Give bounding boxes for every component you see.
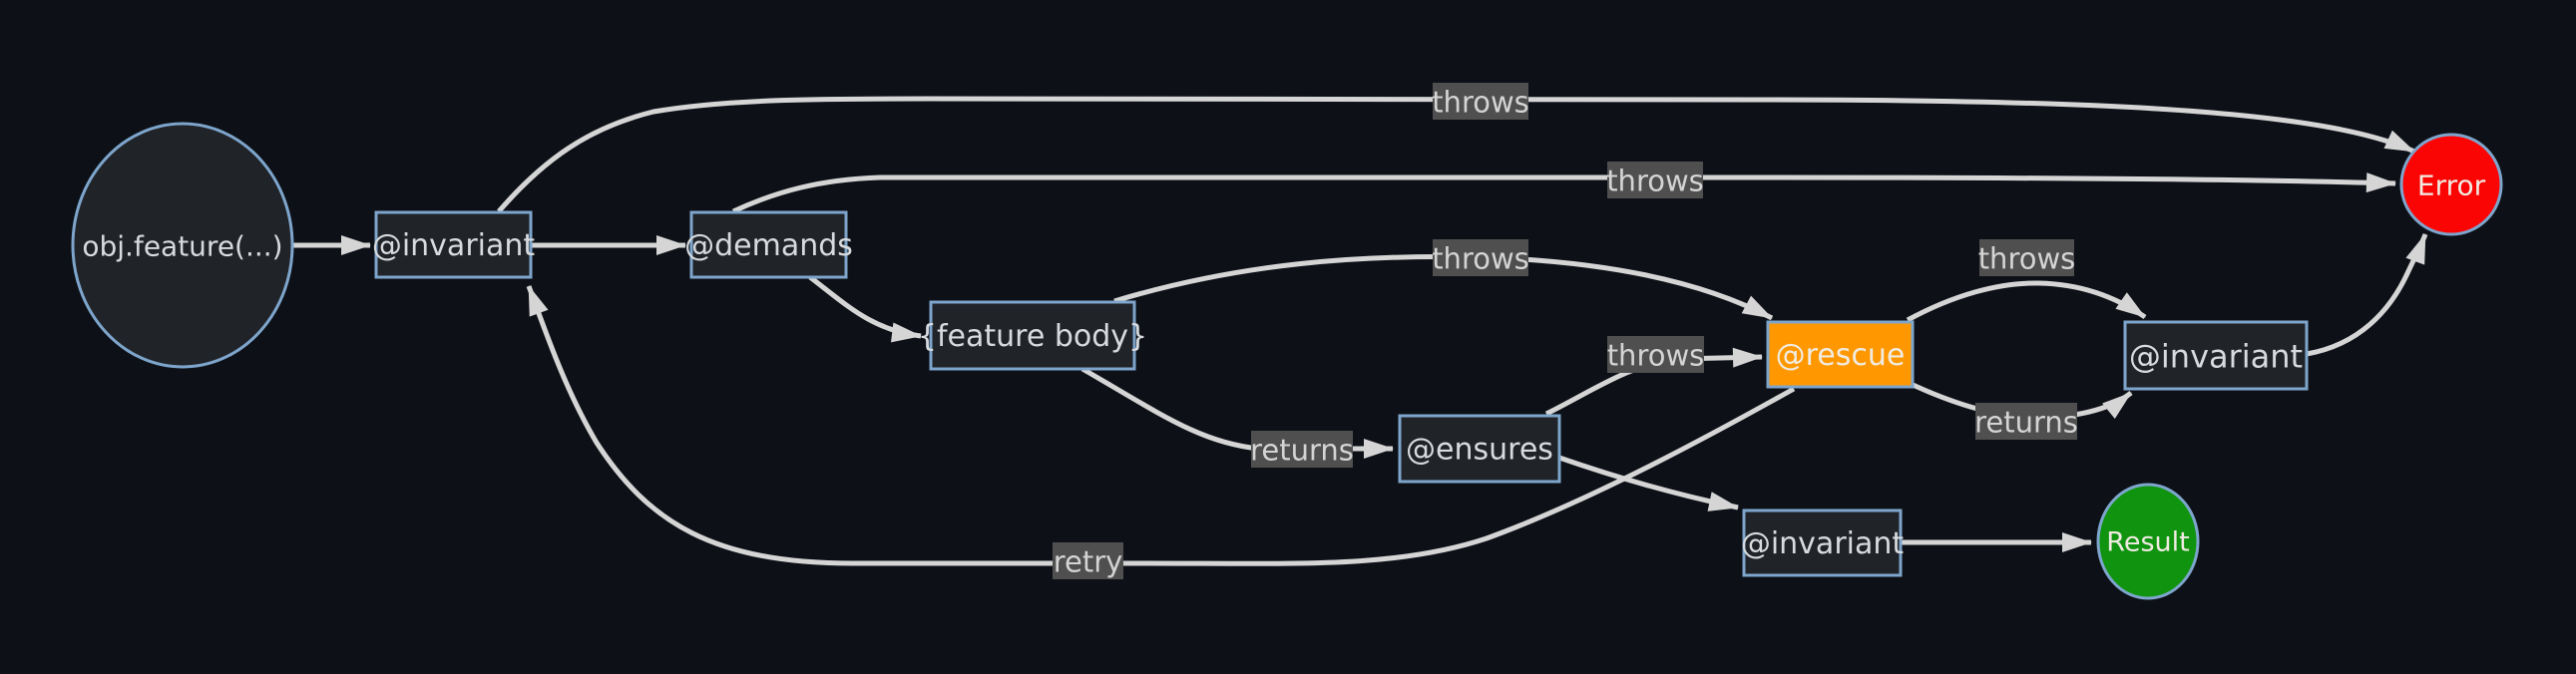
node-label-rescue: @rescue bbox=[1776, 338, 1906, 373]
node-shape-ensures bbox=[1398, 414, 1561, 484]
node-shape-invariant-rescue bbox=[2123, 320, 2309, 391]
edge-label-ensures-throws-rescue: throws bbox=[1607, 336, 1705, 373]
node-label-call: obj.feature(...) bbox=[82, 230, 282, 263]
edge-label-bg bbox=[1607, 336, 1704, 373]
edge-label-bg bbox=[1433, 239, 1528, 276]
node-shape-feature-body bbox=[929, 300, 1136, 371]
edge-invariant-throws-error bbox=[497, 96, 2416, 213]
edge-label-text: returns bbox=[1974, 406, 2078, 440]
node-call: obj.feature(...) bbox=[71, 122, 294, 369]
node-label-invariant-entry: @invariant bbox=[372, 228, 536, 263]
node-label-invariant-exit: @invariant bbox=[1741, 526, 1905, 561]
edge-demands-to-feature-body bbox=[808, 275, 922, 343]
node-demands: @demands bbox=[684, 210, 853, 279]
node-error: Error bbox=[2399, 133, 2503, 236]
edge-label-demands-throws-error: throws bbox=[1606, 162, 1704, 198]
node-shape-rescue bbox=[1766, 320, 1915, 389]
node-shape-call bbox=[71, 122, 294, 369]
node-shape-demands bbox=[689, 210, 848, 279]
node-result: Result bbox=[2096, 483, 2200, 600]
node-label-demands: @demands bbox=[684, 228, 853, 263]
edge-feature-body-returns-ensures bbox=[1080, 366, 1394, 459]
node-label-feature-body: {feature body} bbox=[918, 319, 1147, 354]
edge-label-text: throws bbox=[1432, 242, 1529, 276]
edge-ensures-to-invariant-exit bbox=[1558, 455, 1739, 511]
node-shape-invariant-exit bbox=[1742, 508, 1903, 577]
edge-layer bbox=[292, 96, 2428, 566]
edge-invariant-rescue-to-error bbox=[2306, 233, 2428, 357]
node-shape-error bbox=[2399, 133, 2503, 236]
edge-label-text: retry bbox=[1054, 545, 1123, 579]
edge-label-bg bbox=[1979, 239, 2074, 276]
node-label-result: Result bbox=[2106, 527, 2189, 558]
edge-label-feature-body-returns-ensures: returns bbox=[1250, 431, 1354, 468]
node-ensures: @ensures bbox=[1398, 414, 1561, 484]
node-label-error: Error bbox=[2417, 169, 2486, 202]
edge-label-bg bbox=[1975, 403, 2077, 440]
edge-label-text: throws bbox=[1607, 339, 1705, 373]
node-invariant-rescue: @invariant bbox=[2123, 320, 2309, 391]
node-layer: obj.feature(...) @invariant @demands {featu… bbox=[71, 122, 2503, 600]
edge-label-rescue-returns-invariant: returns bbox=[1974, 403, 2078, 440]
edge-label-bg bbox=[1053, 542, 1123, 579]
edge-rescue-retry-invariant bbox=[526, 285, 1796, 566]
node-rescue: @rescue bbox=[1766, 320, 1915, 389]
edge-label-feature-body-throws-rescue: throws bbox=[1432, 239, 1529, 276]
edge-label-bg bbox=[1251, 431, 1353, 468]
node-label-ensures: @ensures bbox=[1406, 433, 1553, 468]
edge-label-text: throws bbox=[1606, 165, 1704, 198]
edge-label-layer: throws throws returns throws throws retry thro… bbox=[1053, 83, 2078, 579]
edge-label-rescue-retry-invariant: retry bbox=[1053, 542, 1123, 579]
edge-rescue-throws-invariant bbox=[1906, 280, 2147, 323]
node-invariant-exit: @invariant bbox=[1741, 508, 1905, 577]
edge-label-text: returns bbox=[1250, 434, 1354, 468]
edge-label-bg bbox=[1433, 83, 1528, 120]
node-feature-body: {feature body} bbox=[918, 300, 1147, 371]
node-label-invariant-rescue: @invariant bbox=[2129, 338, 2303, 376]
edge-label-invariant-throws-error: throws bbox=[1432, 83, 1529, 120]
node-invariant-entry: @invariant bbox=[372, 210, 536, 279]
edge-label-text: throws bbox=[1978, 242, 2076, 276]
edge-label-text: throws bbox=[1432, 86, 1529, 120]
edge-demands-throws-error bbox=[731, 172, 2396, 214]
edge-label-rescue-throws-invariant: throws bbox=[1978, 239, 2076, 276]
edge-label-bg bbox=[1607, 162, 1703, 198]
node-shape-result bbox=[2096, 483, 2200, 600]
node-shape-invariant-entry bbox=[374, 210, 533, 279]
